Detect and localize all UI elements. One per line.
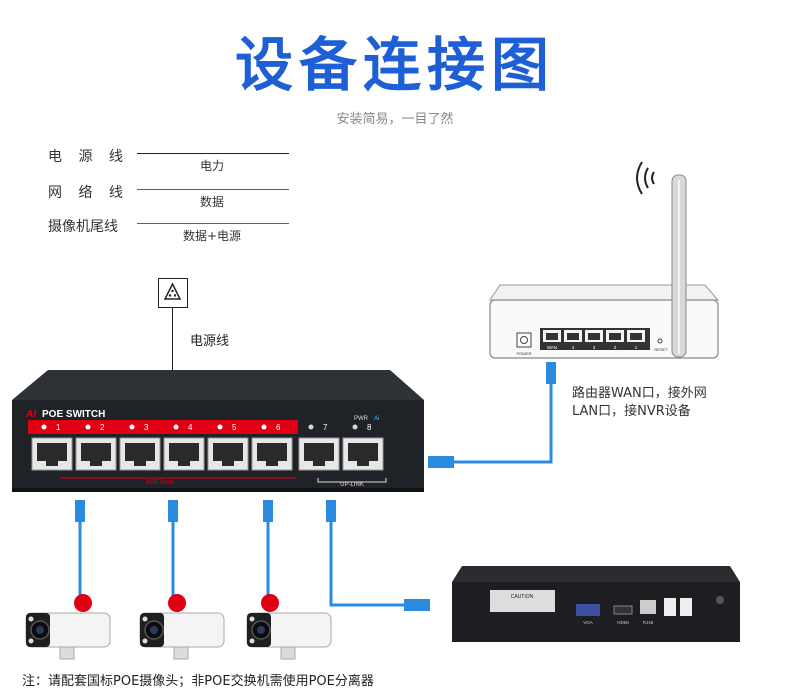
power-cable-label: 电源线 — [190, 334, 230, 349]
switch-port-number: 1 — [56, 423, 61, 432]
page-title: 设备连接图 — [234, 31, 555, 99]
switch-port-number: 8 — [367, 423, 372, 432]
router-port-3: 3 — [585, 330, 603, 350]
poe-indicator-dot — [168, 594, 186, 612]
router-reset-label: RESET — [654, 347, 668, 352]
camera-cables — [75, 500, 273, 596]
switch-port-7: 7 — [298, 423, 340, 471]
nvr-rj45-label: RJ45 — [643, 620, 654, 625]
switch-port-2: 2 — [75, 423, 117, 471]
legend-network-label: 网 络 线 — [48, 185, 129, 201]
poe-camera — [25, 612, 111, 660]
router-wan-note: 路由器WAN口，接外网 — [572, 386, 707, 401]
router-switch-cable — [428, 362, 556, 468]
switch-port-3: 3 — [119, 423, 161, 471]
nvr-caution-label: CAUTION — [511, 594, 534, 600]
nvr-recorder: CAUTION VGA HDMI RJ45 — [452, 566, 740, 642]
nvr-hdmi-label: HDMI — [617, 620, 629, 625]
cameras — [25, 612, 332, 660]
power-cable-line — [172, 308, 173, 370]
camera-cable — [75, 500, 85, 596]
legend-camera-label: 摄像机尾线 — [48, 219, 118, 235]
legend-power-line — [137, 153, 289, 154]
switch-nvr-cable — [326, 500, 430, 611]
legend-camera-line — [137, 223, 289, 224]
wifi-signal-icon — [644, 167, 649, 189]
poe-ports-label: POE Ports — [146, 480, 174, 486]
switch-port-number: 4 — [188, 423, 193, 432]
uplink-label: UP-LINK — [340, 482, 364, 488]
nvr-vga-label: VGA — [583, 620, 593, 625]
camera-cable — [168, 500, 178, 596]
switch-brand-logo: AI — [25, 409, 36, 420]
router: WAN 4 3 2 1 POWER RESET — [489, 161, 720, 359]
poe-camera — [246, 612, 332, 660]
switch-pwr-label: PWR — [354, 416, 369, 422]
router-port-label: WAN — [547, 345, 557, 350]
switch-model-label: POE SWITCH — [42, 409, 105, 420]
poe-indicator-dot — [74, 594, 92, 612]
page-subtitle: 安装简易，一目了然 — [336, 112, 454, 127]
switch-port-5: 5 — [207, 423, 249, 471]
legend-camera-desc: 数据+电源 — [182, 229, 242, 243]
power-outlet-icon — [158, 278, 188, 308]
legend-network-line — [137, 189, 289, 190]
router-port-label: 3 — [593, 345, 596, 350]
router-port-label: 1 — [635, 345, 638, 350]
switch-port-number: 2 — [100, 423, 105, 432]
switch-port-6: 6 — [251, 423, 293, 471]
switch-ai-label: Ai — [374, 416, 379, 422]
router-port-label: 4 — [572, 345, 575, 350]
footnote: 注：请配套国标POE摄像头；非POE交换机需使用POE分离器 — [22, 674, 374, 689]
router-port-2: 2 — [606, 330, 624, 350]
camera-cable — [263, 500, 273, 596]
router-port-wan: WAN — [543, 330, 561, 350]
router-power-label: POWER — [516, 351, 531, 356]
legend-power-label: 电 源 线 — [48, 149, 129, 165]
router-port-1: 1 — [627, 330, 645, 350]
poe-camera — [139, 612, 225, 660]
router-port-4: 4 — [564, 330, 582, 350]
router-lan-note: LAN口，接NVR设备 — [572, 404, 691, 419]
router-port-label: 2 — [614, 345, 617, 350]
switch-port-number: 3 — [144, 423, 149, 432]
legend-network-desc: 数据 — [199, 195, 224, 209]
switch-port-8: 8 — [342, 423, 384, 471]
switch-port-4: 4 — [163, 423, 205, 471]
switch-port-1: 1 — [31, 423, 73, 471]
switch-port-number: 6 — [276, 423, 281, 432]
poe-indicator-dot — [261, 594, 279, 612]
switch-port-number: 5 — [232, 423, 237, 432]
legend-power-desc: 电力 — [199, 159, 224, 173]
switch-port-number: 7 — [323, 423, 328, 432]
